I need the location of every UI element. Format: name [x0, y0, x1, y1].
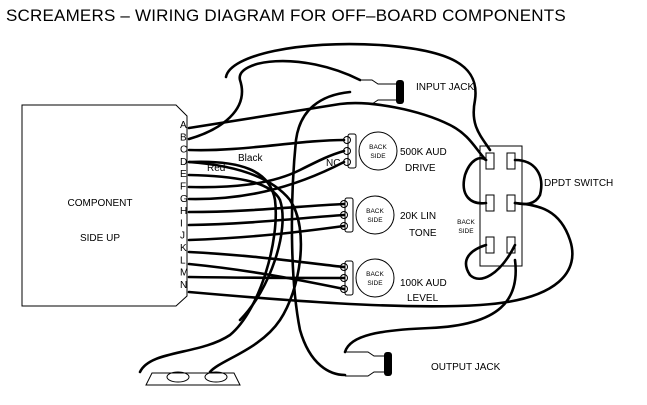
wire-switch-bottom [464, 243, 517, 280]
pot-level: BACK SIDE 100K AUD LEVEL [340, 258, 447, 304]
pin-label-f: F [180, 182, 186, 193]
wire-label-black: Black [238, 153, 263, 164]
pot-drive-back: BACK [369, 144, 387, 151]
output-jack-nut [384, 352, 392, 376]
wire-b [187, 59, 362, 141]
board-outline [21, 104, 188, 307]
pot-level-side: SIDE [367, 280, 383, 287]
switch-side: SIDE [458, 228, 474, 235]
pot-drive-side: SIDE [370, 153, 386, 160]
pin-label-k: K [180, 243, 187, 254]
wire-h [187, 202, 346, 214]
pin-label-b: B [180, 132, 187, 143]
pin-label-m: M [180, 268, 188, 279]
wire-switch-right [513, 158, 543, 206]
input-jack-body [360, 79, 401, 105]
pot-tone-side: SIDE [367, 217, 383, 224]
pin-label-g: G [180, 194, 188, 205]
pot-level-body [355, 258, 395, 298]
wire-m [187, 275, 346, 280]
output-jack-body [345, 351, 389, 377]
pot-tone-value: 20K LIN [400, 211, 436, 222]
wire-label-red: Red [207, 163, 225, 174]
wire-input-to-output [290, 90, 352, 377]
pin-label-c: C [180, 145, 187, 156]
input-jack: INPUT JACK [360, 79, 474, 105]
wire-j [187, 224, 346, 242]
pot-level-value: 100K AUD [400, 278, 447, 289]
pot-tone-lugs [344, 197, 354, 233]
pot-tone: BACK SIDE 20K LIN TONE [340, 195, 437, 239]
switch-label: DPDT SWITCH [544, 178, 613, 189]
pot-drive: BACK SIDE 500K AUD DRIVE NC [326, 131, 447, 174]
pin-label-n: N [180, 280, 187, 291]
pin-label-a: A [180, 120, 187, 131]
wire-d-red [187, 160, 303, 374]
pin-label-l: L [180, 255, 186, 266]
wire-switch-middle [462, 156, 488, 205]
pot-drive-lugs [347, 133, 357, 169]
wires [138, 42, 574, 377]
wire-output-to-switch [343, 258, 518, 354]
pin-label-d: D [180, 157, 187, 168]
battery-clip-body [145, 372, 241, 386]
wire-f [187, 149, 346, 189]
pot-drive-value: 500K AUD [400, 147, 447, 158]
board-label-line1: COMPONENT [68, 198, 133, 209]
wire-top-loop [224, 42, 492, 152]
wire-n [187, 201, 574, 308]
pot-drive-nc: NC [326, 158, 340, 169]
wire-a [187, 101, 488, 162]
wire-g [187, 160, 346, 201]
battery-clip-terminal-1 [166, 371, 190, 383]
diagram-title: SCREAMERS – WIRING DIAGRAM FOR OFF–BOARD… [6, 6, 566, 25]
wire-c [187, 138, 346, 152]
pot-level-lugs [344, 260, 354, 296]
output-jack-label: OUTPUT JACK [431, 362, 501, 373]
pin-label-i: I [180, 218, 183, 229]
pot-tone-body [355, 195, 395, 235]
battery-clip [145, 371, 241, 386]
pot-drive-body [358, 131, 398, 171]
output-jack: OUTPUT JACK [345, 351, 501, 377]
board-label-line2: SIDE UP [80, 233, 120, 244]
battery-clip-terminal-2 [204, 371, 228, 383]
switch-back: BACK [457, 219, 475, 226]
input-jack-label: INPUT JACK [416, 82, 474, 93]
wire-l [187, 262, 346, 291]
pot-drive-name: DRIVE [405, 163, 436, 174]
wire-i [187, 213, 346, 227]
switch-lug-1 [485, 152, 495, 170]
pin-label-e: E [180, 169, 187, 180]
pot-tone-name: TONE [409, 228, 437, 239]
wire-e [187, 173, 284, 322]
pin-label-h: H [180, 206, 187, 217]
pot-tone-back: BACK [366, 208, 384, 215]
pot-level-name: LEVEL [407, 293, 439, 304]
switch-lug-2 [506, 152, 516, 170]
pot-level-back: BACK [366, 271, 384, 278]
input-jack-nut [396, 80, 404, 104]
wire-k [187, 250, 346, 269]
pin-label-j: J [180, 231, 185, 242]
